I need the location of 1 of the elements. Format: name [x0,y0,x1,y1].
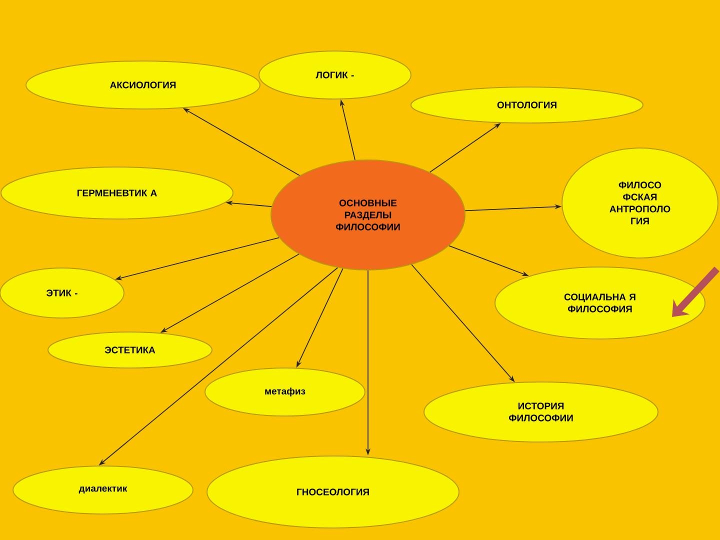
pointer-arrow [672,266,720,317]
